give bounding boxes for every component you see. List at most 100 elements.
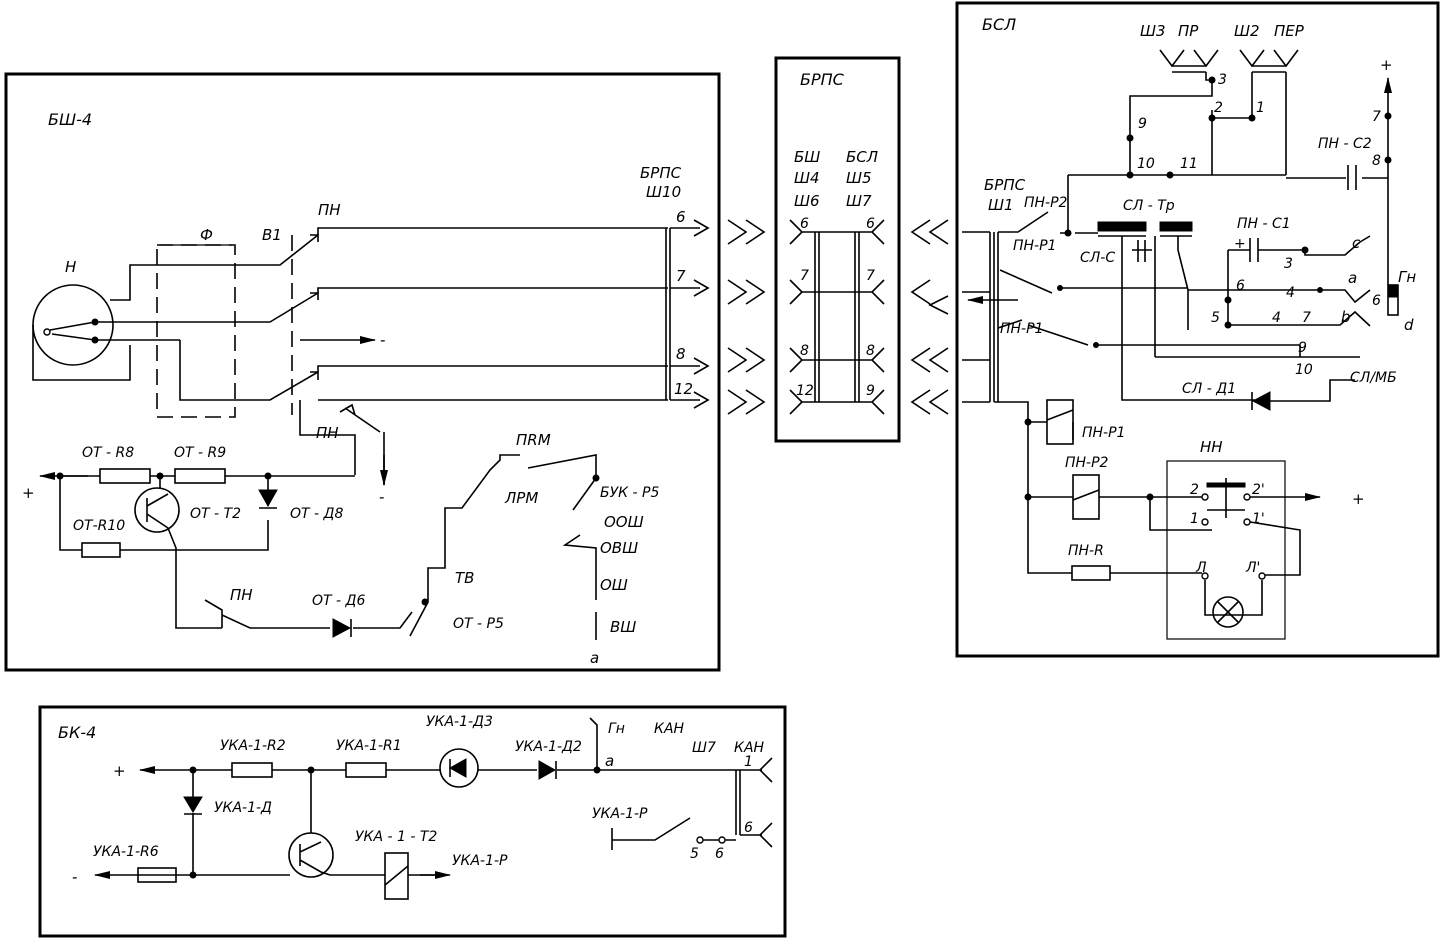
bsh4-vsh: ВШ bbox=[610, 618, 636, 636]
bsl-top-jacks bbox=[1067, 49, 1299, 233]
bsl-pn-r2b: ПН-Р2 bbox=[1065, 455, 1109, 471]
bsh4-ot-d8: ОТ - Д8 bbox=[290, 506, 343, 522]
bk4-kan: КАН bbox=[654, 721, 685, 737]
bsh4-plus: + bbox=[22, 484, 35, 502]
inter-block-connectors bbox=[727, 219, 949, 415]
block-title-bk4: БК-4 bbox=[58, 723, 96, 742]
bk4-n5: 5 bbox=[690, 846, 699, 862]
bsl-pn-c2: ПН - С2 bbox=[1318, 136, 1372, 152]
bsh4-sh10-label: Ш10 bbox=[646, 183, 681, 201]
bk4-n6: 6 bbox=[744, 820, 753, 836]
bsh4-ot-r5: ОТ - Р5 bbox=[453, 616, 504, 632]
bk4-n6b: 6 bbox=[715, 846, 724, 862]
bsl-sl-d1: СЛ - Д1 bbox=[1182, 381, 1236, 397]
bsl-relay-coils bbox=[994, 399, 1212, 581]
bsl-pn-r: ПН-R bbox=[1068, 543, 1104, 559]
block-title-bsl: БСЛ bbox=[982, 15, 1016, 34]
bsl-sh1: Ш1 bbox=[988, 196, 1014, 214]
brps-right-pin-6: 6 bbox=[866, 216, 875, 232]
bsh4-sh10-bar bbox=[665, 228, 671, 400]
brps-left-pin-6: 6 bbox=[800, 216, 809, 232]
bk4-p-contact bbox=[611, 817, 736, 850]
block-title-brps: БРПС bbox=[800, 70, 845, 89]
brps-left-pin-8: 8 bbox=[800, 343, 809, 359]
bsl-n3b: 3 bbox=[1284, 256, 1293, 272]
block-title-bsh4: БШ-4 bbox=[48, 110, 92, 129]
bsl-sl-c: СЛ-С bbox=[1080, 250, 1115, 266]
bk4-r1: УКА-1-R1 bbox=[336, 738, 402, 754]
bsh4-pn-low: ПН bbox=[230, 586, 253, 604]
brps-right-pin-8: 8 bbox=[866, 343, 875, 359]
bsh4-osh: ОШ bbox=[600, 576, 628, 594]
bsl-n6b: 6 bbox=[1372, 293, 1381, 309]
bsh4-ot-t2: ОТ - Т2 bbox=[190, 506, 241, 522]
bsl-n3: 3 bbox=[1218, 72, 1227, 88]
brps-left-pin-12: 12 bbox=[796, 383, 814, 399]
bsl-n7: 7 bbox=[1372, 109, 1381, 125]
brps-sh7-label: Ш7 bbox=[846, 192, 872, 210]
bsl-k2p: 2' bbox=[1252, 482, 1265, 498]
bsl-sl-d1-diode bbox=[1251, 379, 1355, 411]
bsl-n11: 11 bbox=[1180, 156, 1198, 172]
bsl-gn: Гн bbox=[1398, 268, 1416, 286]
bsh4-pin-6: 6 bbox=[676, 208, 686, 226]
bsl-a: а bbox=[1348, 269, 1357, 287]
bsh4-pin-8: 8 bbox=[676, 345, 686, 363]
bk4-sh7: Ш7 bbox=[692, 740, 716, 756]
bsl-n8: 8 bbox=[1372, 153, 1381, 169]
block-bk4-frame bbox=[38, 705, 787, 938]
bsl-c2-wire bbox=[1286, 116, 1389, 285]
bsl-n9: 9 bbox=[1138, 116, 1147, 132]
block-brps-frame bbox=[774, 56, 901, 443]
bsl-nn: НН bbox=[1200, 438, 1223, 456]
bk4-t2: УКА - 1 - Т2 bbox=[355, 829, 437, 845]
bsh4-handset bbox=[32, 264, 180, 381]
bsl-n7b: 7 bbox=[1302, 310, 1311, 326]
bsl-n5: 5 bbox=[1211, 310, 1220, 326]
brps-sh5-label: Ш5 bbox=[846, 169, 872, 187]
bsh4-pn-mid-contact bbox=[299, 400, 385, 485]
bsl-plus-right: + bbox=[1352, 490, 1365, 508]
bk4-d3: УКА-1-Д3 bbox=[426, 714, 493, 730]
bsh4-ot-r8: ОТ - R8 bbox=[82, 445, 134, 461]
bsl-sh2: Ш2 bbox=[1234, 22, 1260, 40]
bsl-pn-r1: ПН-Р1 bbox=[1013, 238, 1056, 254]
bsl-c-plus: + bbox=[1234, 236, 1246, 252]
bsl-sh3: Ш3 bbox=[1140, 22, 1166, 40]
bsl-pn-r1b: ПН-Р1 bbox=[1000, 321, 1043, 337]
bk4-plus: + bbox=[113, 762, 126, 780]
bsl-n4: 4 bbox=[1286, 285, 1295, 301]
bsl-pn-r2: ПН-Р2 bbox=[1024, 195, 1068, 211]
bsh4-ot-r9: ОТ - R9 bbox=[174, 445, 226, 461]
bsh4-sh10-pins bbox=[670, 219, 710, 409]
bsl-pr: ПР bbox=[1178, 22, 1199, 40]
bsl-nn-frame bbox=[1166, 460, 1286, 640]
bsh4-pn-switch-contacts bbox=[137, 227, 668, 415]
bsl-pn-r1c: ПН-Р1 bbox=[1082, 425, 1125, 441]
bsh4-prm: ПRМ bbox=[516, 431, 551, 449]
bk4-gn: Гн bbox=[608, 721, 625, 737]
bk4-r6: УКА-1-R6 bbox=[93, 844, 159, 860]
bsl-lp: Л' bbox=[1245, 560, 1260, 576]
bsh4-v1-label: В1 bbox=[262, 226, 282, 244]
bk4-a: а bbox=[605, 752, 614, 770]
bsl-b: b bbox=[1341, 308, 1351, 326]
bsl-n10b: 10 bbox=[1295, 362, 1313, 378]
bsl-c2-capacitor bbox=[1347, 165, 1357, 190]
bk4-r2: УКА-1-R2 bbox=[220, 738, 286, 754]
bsh4-ot-d6: ОТ - Д6 bbox=[312, 593, 365, 609]
bsh4-oosh: ООШ bbox=[604, 513, 644, 531]
bsl-pn-c1-capacitor bbox=[1188, 235, 1399, 329]
bsl-pn-r1-contacts bbox=[968, 269, 1360, 358]
bk4-lower-line bbox=[94, 770, 451, 900]
bsl-sl-tr: СЛ - Тр bbox=[1123, 198, 1175, 214]
brps-sh6-label: Ш6 bbox=[794, 192, 820, 210]
bk4-main-line bbox=[139, 717, 773, 848]
bsl-k1p: 1' bbox=[1252, 511, 1265, 527]
bsh4-minus-arrow-label: - bbox=[380, 331, 385, 349]
bk4-p: УКА-1-Р bbox=[592, 806, 648, 822]
bk4-d2: УКА-1-Д2 bbox=[515, 739, 582, 755]
block-bsl-frame bbox=[955, 1, 1440, 658]
bsh4-pn-mid-label: ПН bbox=[316, 424, 339, 442]
bsl-sl-tr-transformer bbox=[1097, 221, 1255, 401]
